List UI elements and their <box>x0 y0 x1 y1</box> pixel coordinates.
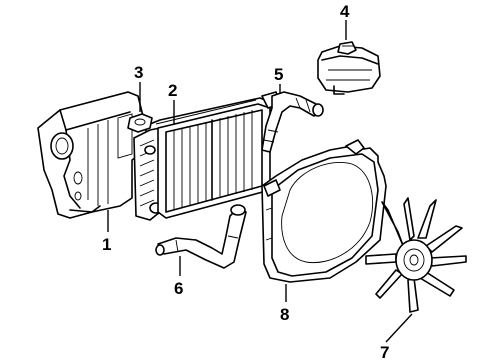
leader-7 <box>385 313 413 343</box>
seal-part <box>127 113 153 133</box>
lower-hose-part <box>155 204 247 269</box>
callout-8: 8 <box>280 305 289 324</box>
leader-lines <box>107 20 413 343</box>
callout-5: 5 <box>274 65 283 84</box>
fan-shroud-part <box>261 139 387 283</box>
coolant-reservoir-part <box>317 41 381 95</box>
radiator-core-part <box>133 91 281 221</box>
radiator-support-part <box>37 91 147 219</box>
upper-hose-part <box>261 91 324 153</box>
callout-3: 3 <box>134 63 143 82</box>
callout-6: 6 <box>174 279 183 298</box>
callout-2: 2 <box>168 81 177 100</box>
callout-4: 4 <box>340 2 350 21</box>
callout-7: 7 <box>380 343 389 360</box>
fan-blade-part <box>365 197 467 313</box>
callout-1: 1 <box>102 235 111 254</box>
callout-numbers: 1 2 3 4 5 6 7 8 <box>102 2 389 360</box>
